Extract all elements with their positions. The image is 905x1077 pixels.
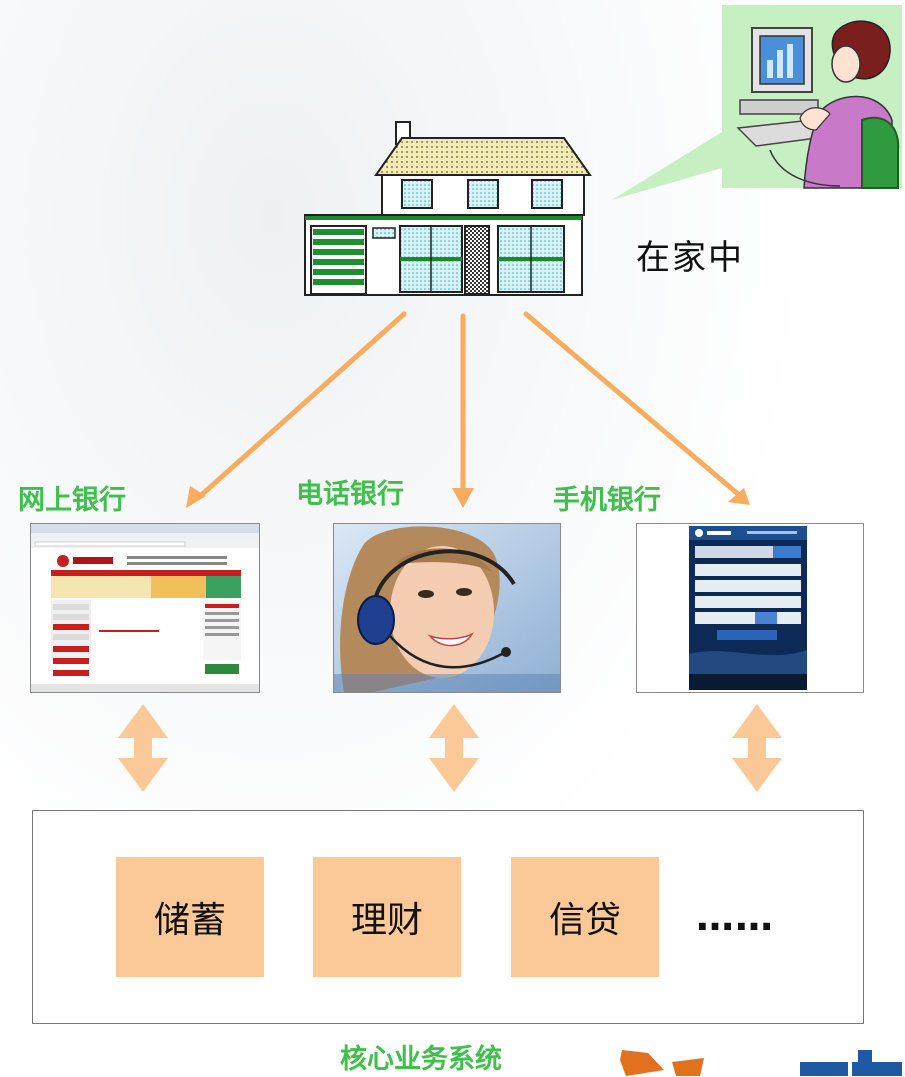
woman-at-computer-icon [722,5,902,189]
phone-banking-photo [333,523,561,693]
callout-pointer [612,132,722,200]
logo-fragments [620,1050,902,1076]
arrows-to-channels [195,311,741,501]
more-services-ellipsis: …… [696,895,774,939]
double-arrow-phone [429,704,479,792]
arrow-to-mobile-banking [523,311,741,497]
channel-label-mobile-banking: 手机银行 [553,485,661,516]
double-arrows [118,704,782,792]
online-banking-screenshot [30,523,260,693]
mobile-banking-screenshot [636,523,864,693]
core-system-title: 核心业务系统 [340,1044,502,1075]
service-credit: 信贷 [511,857,659,977]
home-label: 在家中 [636,238,744,278]
double-arrow-mobile [732,704,782,792]
house-icon [304,121,592,296]
arrowheads [186,486,750,508]
service-savings: 储蓄 [116,857,264,977]
service-wealth-management: 理财 [313,857,461,977]
channel-label-phone-banking: 电话银行 [296,479,404,510]
arrow-to-online-banking [195,311,407,501]
channel-label-online-banking: 网上银行 [18,485,126,516]
double-arrow-online [118,704,168,792]
